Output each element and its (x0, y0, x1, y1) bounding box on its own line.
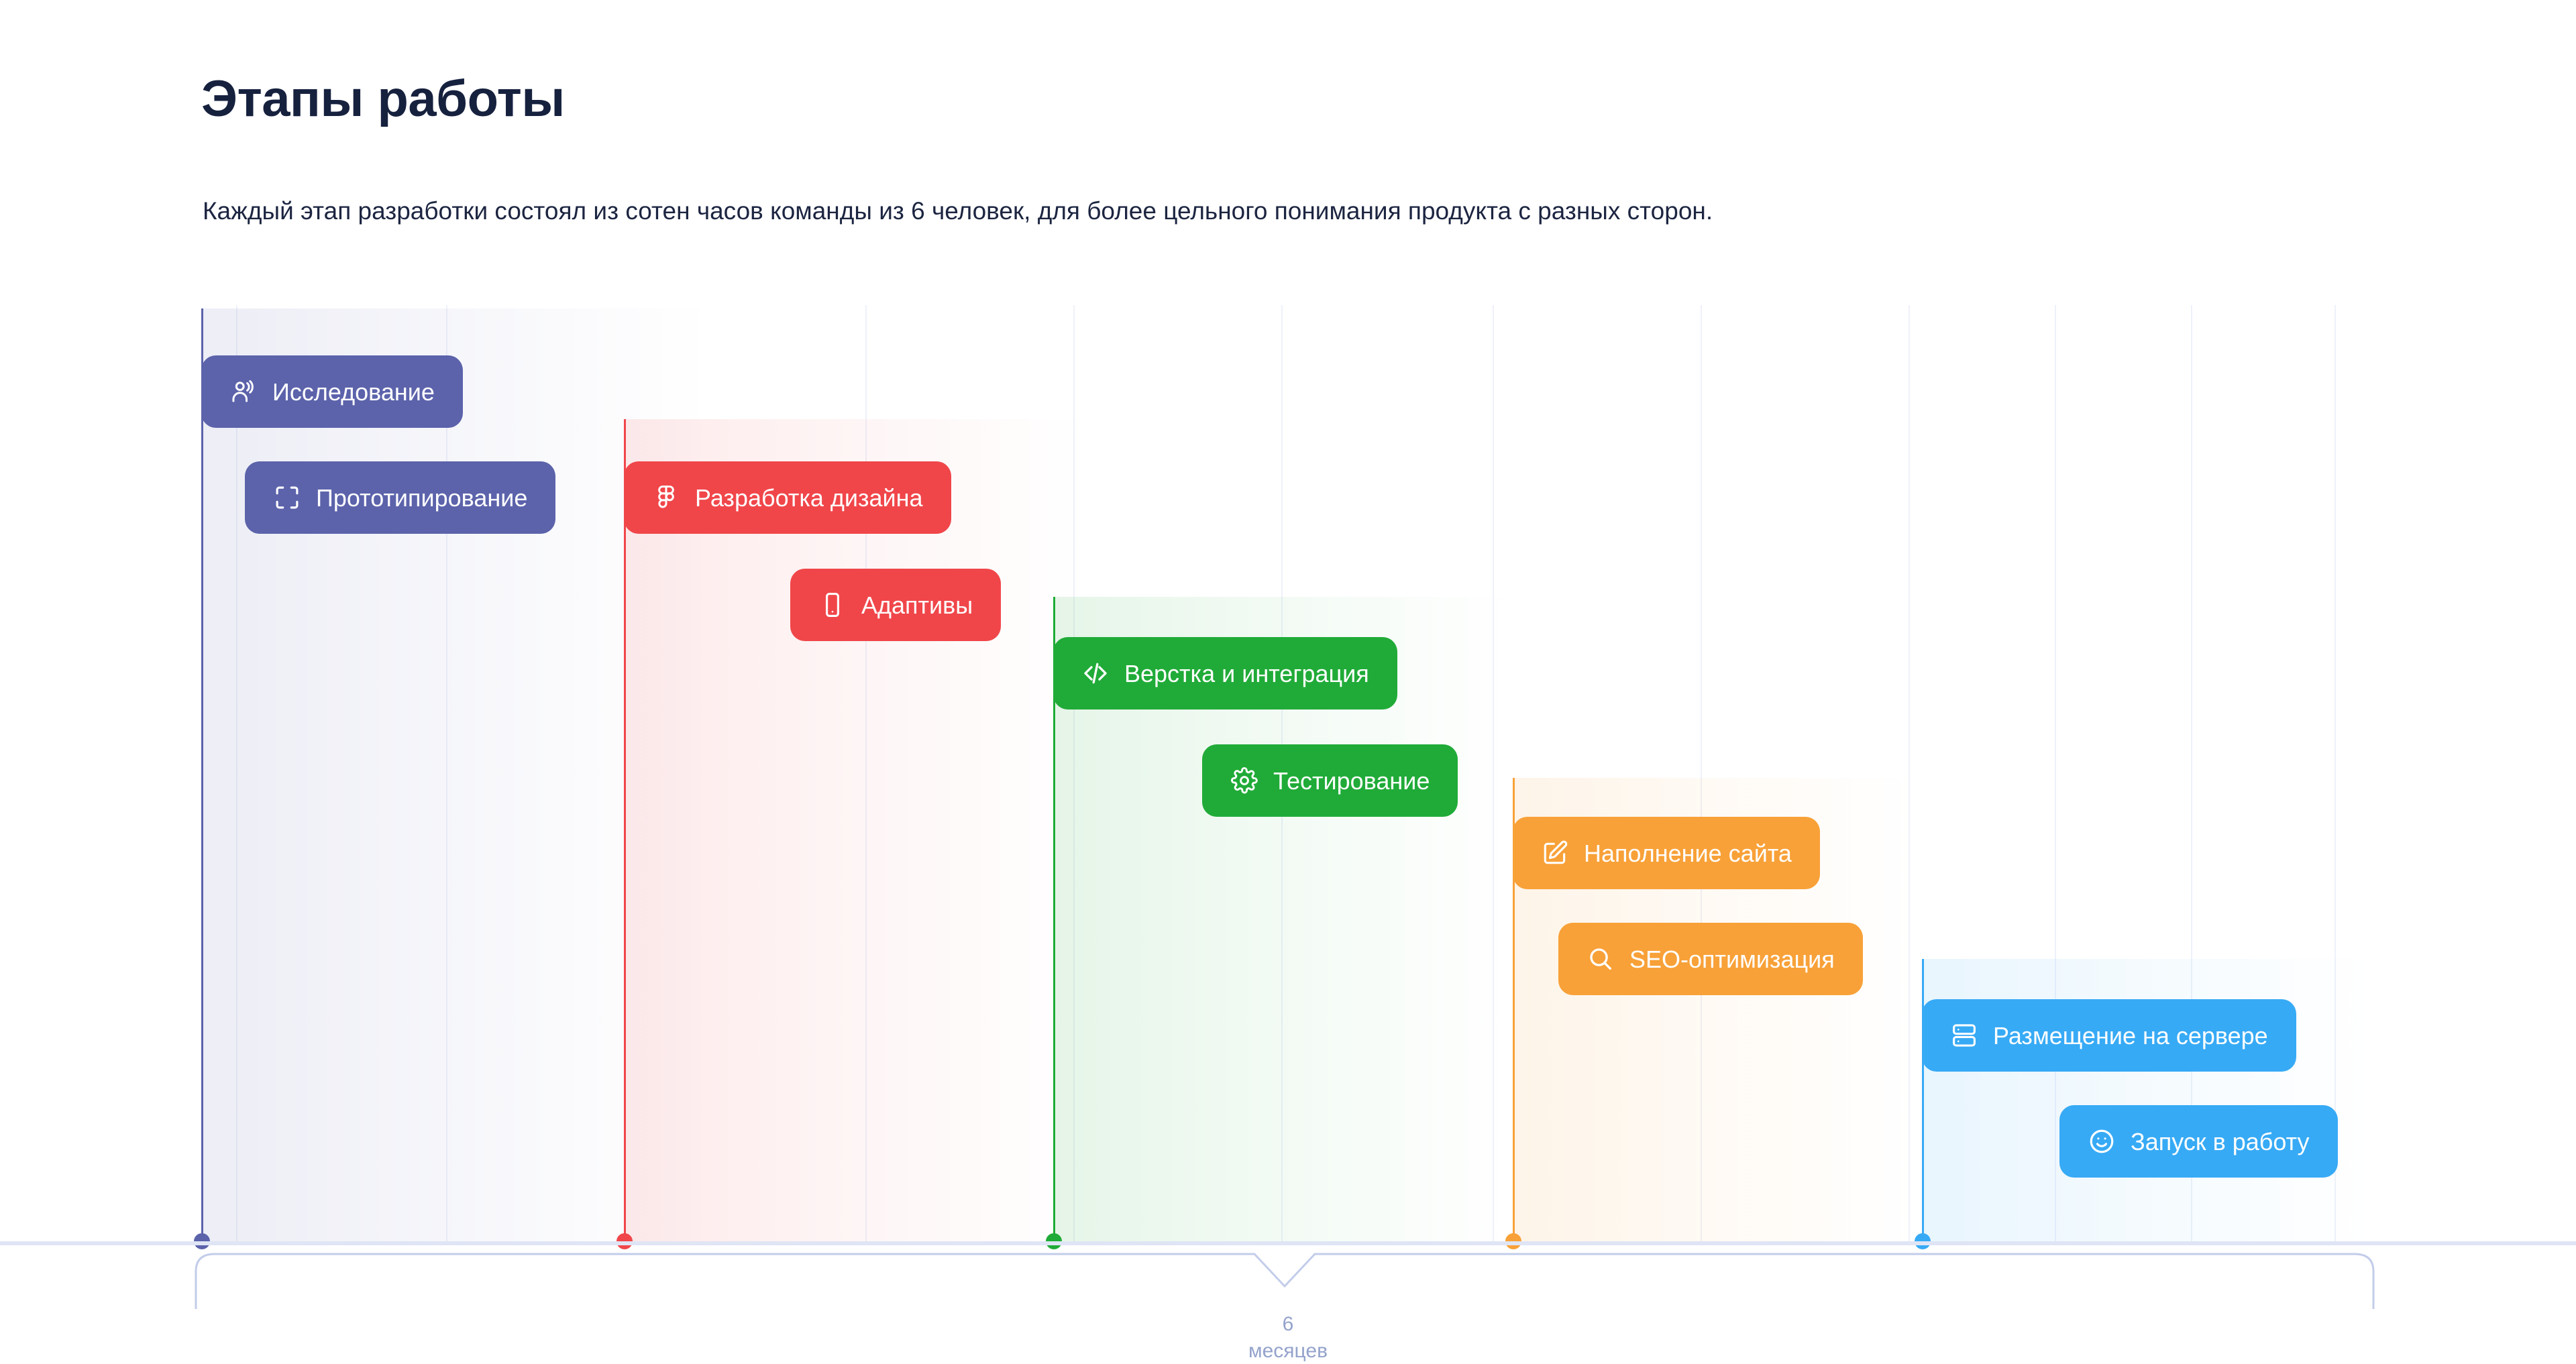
duration-value: 6 (1282, 1313, 1294, 1335)
stage-task-pill[interactable]: Адаптивы (790, 569, 1002, 641)
stage-task-label: Тестирование (1273, 767, 1430, 795)
search-icon (1587, 945, 1615, 973)
code-icon (1081, 659, 1110, 687)
gear-icon (1230, 766, 1258, 795)
stage-task-pill[interactable]: Верстка и интеграция (1053, 637, 1397, 709)
edit-square-icon (1541, 839, 1569, 867)
figma-icon (652, 484, 680, 512)
users-icon (229, 378, 258, 406)
stage-task-label: Разработка дизайна (695, 484, 923, 512)
page-title: Этапы работы (201, 70, 565, 127)
gridline-0 (236, 305, 237, 1244)
gridline-6 (1701, 305, 1702, 1244)
stage-task-pill[interactable]: Разработка дизайна (624, 461, 951, 534)
gridline-1 (446, 305, 447, 1244)
stage-task-pill[interactable]: Прототипирование (245, 461, 556, 534)
gridline-9 (2191, 305, 2192, 1244)
stage-band-edge (1053, 597, 1055, 1241)
duration-unit: месяцев (1248, 1339, 1328, 1362)
stage-band-edge (624, 419, 626, 1241)
duration-bracket-icon (195, 1249, 2375, 1309)
stage-task-pill[interactable]: Запуск в работу (2059, 1105, 2338, 1178)
stage-band-edge (1513, 778, 1515, 1241)
stage-band-fill (624, 419, 1087, 1241)
gridline-7 (1909, 305, 1910, 1244)
gridline-2 (865, 305, 867, 1244)
smiley-icon (2088, 1127, 2116, 1155)
gridline-3 (1073, 305, 1075, 1244)
smartphone-icon (818, 591, 847, 619)
stage-task-label: Запуск в работу (2131, 1128, 2310, 1155)
page-subtitle: Каждый этап разработки состоял из сотен … (203, 197, 1713, 225)
stage-task-label: Размещение на сервере (1993, 1022, 2268, 1049)
stage-task-pill[interactable]: Тестирование (1202, 744, 1458, 817)
stage-task-label: Верстка и интеграция (1124, 660, 1369, 687)
stage-band-design (616, 419, 1087, 1249)
stage-task-pill[interactable]: Размещение на сервере (1922, 999, 2296, 1072)
stage-task-label: Наполнение сайта (1584, 840, 1792, 867)
stage-task-label: Адаптивы (861, 591, 973, 619)
stage-task-pill[interactable]: SEO-оптимизация (1558, 923, 1863, 995)
stage-task-label: SEO-оптимизация (1629, 946, 1835, 973)
stage-task-label: Исследование (272, 378, 435, 406)
server-icon (1950, 1021, 1978, 1049)
stage-band-edge (201, 308, 203, 1241)
gridline-8 (2055, 305, 2056, 1244)
gridline-5 (1493, 305, 1494, 1244)
timeline-baseline (0, 1241, 2576, 1245)
stage-task-pill[interactable]: Исследование (201, 355, 463, 428)
frame-corners-icon (273, 484, 301, 512)
stage-band-edge (1922, 959, 1924, 1241)
stage-task-label: Прототипирование (316, 484, 528, 512)
duration-label: 6 месяцев (0, 1311, 2576, 1364)
gridline-10 (2334, 305, 2336, 1244)
stage-task-pill[interactable]: Наполнение сайта (1513, 817, 1820, 889)
